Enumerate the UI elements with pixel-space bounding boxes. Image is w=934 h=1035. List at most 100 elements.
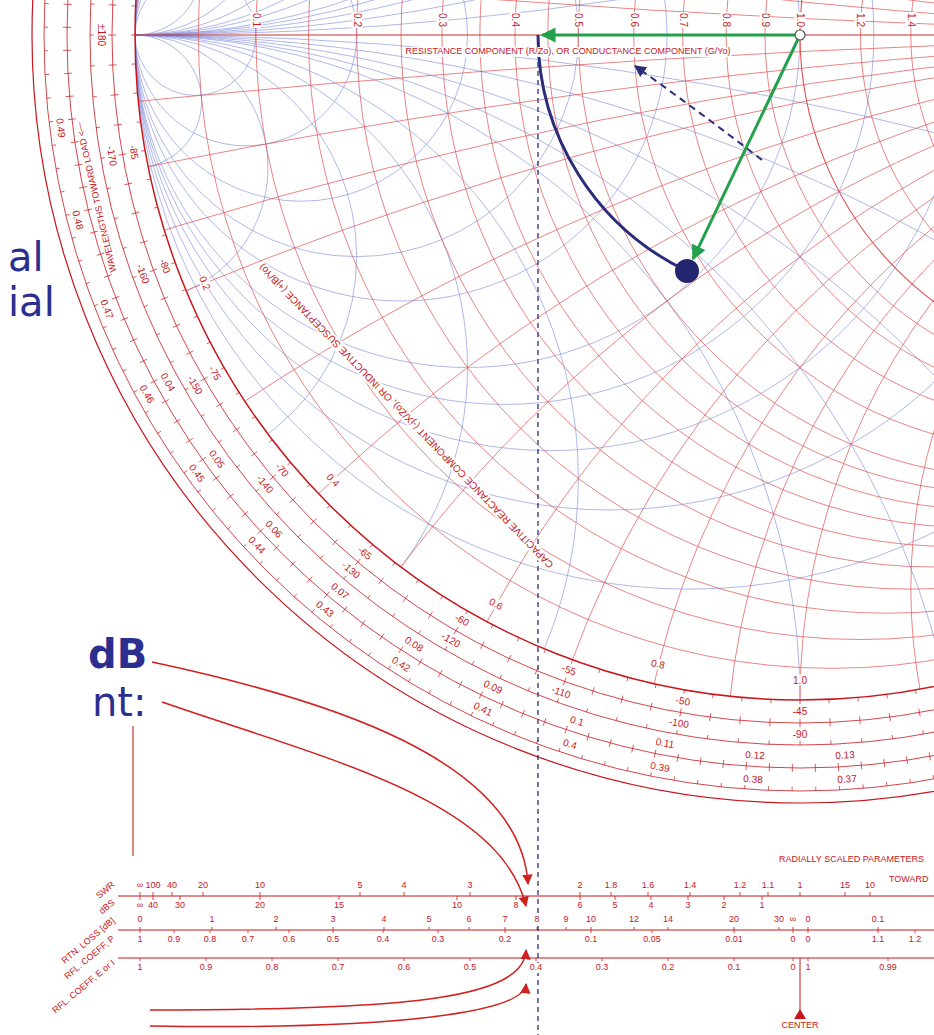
scale-value: 0.1 — [727, 963, 742, 973]
scale-ring — [32, 0, 934, 803]
scale-tick — [505, 927, 506, 930]
scale-tick — [929, 752, 930, 760]
scale-value: 0.3 — [431, 935, 446, 945]
resistance-value: 0.5 — [573, 12, 584, 28]
scale-tick — [741, 697, 742, 701]
scale-value: 1 — [758, 901, 765, 911]
scale-line — [118, 958, 934, 959]
scale-tick — [170, 361, 174, 363]
wavelength-value: 0.41 — [471, 700, 495, 719]
scale-tick — [528, 687, 530, 691]
scale-tick — [516, 896, 517, 900]
scale-value: 1 — [136, 935, 143, 945]
angle-value: -130 — [339, 559, 363, 582]
scale-tick — [370, 544, 373, 547]
scale-tick — [260, 892, 261, 896]
scale-tick — [140, 892, 141, 896]
scale-tick — [307, 484, 310, 487]
scale-tick — [770, 699, 771, 703]
scale-tick — [339, 896, 340, 900]
slide-text: nt: — [92, 682, 147, 722]
scale-tick — [332, 539, 337, 545]
scale-tick — [198, 490, 201, 492]
scale-tick — [480, 642, 484, 649]
susceptance-arc — [0, 0, 357, 35]
scale-tick — [298, 534, 301, 537]
scale-tick — [320, 556, 323, 559]
scale-tick — [64, 73, 72, 74]
scale-tick — [348, 525, 351, 528]
scale-tick — [257, 528, 263, 533]
scale-value: 2 — [720, 901, 727, 911]
scale-tick — [91, 4, 95, 5]
reactance-arc — [0, 35, 934, 1035]
scale-value: 5 — [611, 901, 618, 911]
scale-tick — [153, 892, 154, 896]
resistance-circle — [800, 0, 934, 368]
admittance-circle — [135, 0, 934, 589]
scale-tick — [218, 440, 221, 442]
pointer-arrow — [162, 702, 526, 906]
scale-tick — [441, 596, 443, 599]
scale-title: TOWARD — [888, 875, 930, 885]
scale-tick — [634, 927, 635, 930]
scale-tick — [63, 27, 71, 28]
scale-tick — [66, 96, 74, 98]
scale-tick — [84, 209, 92, 211]
scale-tick — [627, 677, 628, 681]
scale-tick — [233, 427, 240, 432]
admittance-circle — [135, 0, 874, 404]
scale-tick — [586, 708, 587, 712]
scale-tick — [379, 578, 384, 584]
resistance-value: 0.7 — [677, 12, 688, 28]
scale-tick — [288, 462, 291, 465]
scale-tick — [655, 684, 657, 688]
scale-tick — [722, 760, 724, 768]
scale-value: 0.99 — [878, 963, 898, 973]
scale-tick — [403, 595, 408, 602]
scale-tick — [779, 927, 780, 930]
scale-tick — [768, 786, 769, 790]
scale-tick — [650, 703, 652, 711]
scale-tick — [272, 958, 273, 961]
reactance-arc — [357, 0, 934, 35]
scale-value: 0.3 — [595, 963, 610, 973]
scale-tick — [307, 577, 312, 583]
scale-tick — [212, 927, 213, 930]
scale-tick — [237, 465, 240, 467]
scale-value: 0 — [804, 915, 811, 925]
scale-tick — [123, 247, 127, 248]
scale-tick — [793, 958, 794, 961]
leader-line — [132, 726, 133, 856]
scale-tick — [690, 892, 691, 896]
scale-tick — [746, 762, 748, 770]
scale-tick — [379, 634, 384, 641]
scale-tick — [469, 927, 470, 930]
resistance-value: 1.4 — [905, 12, 916, 28]
reactance-value: 0.6 — [487, 596, 506, 613]
scale-title: WAVELENGTHS TOWARD LOAD <— — [75, 120, 120, 274]
reactance-arc — [0, 35, 934, 1035]
scale-tick — [384, 927, 385, 930]
scale-tick — [652, 930, 653, 933]
scale-value: 1 — [136, 963, 143, 973]
resistance-circle — [911, 0, 934, 312]
scale-tick — [153, 896, 154, 900]
scale-tick — [210, 930, 211, 933]
scale-value: 1.4 — [683, 881, 698, 891]
scale-tick — [103, 326, 107, 328]
scale-tick — [734, 930, 735, 933]
scale-tick — [688, 896, 689, 900]
scale-tick — [368, 595, 370, 598]
scale-tick — [697, 780, 699, 784]
scale-tick — [64, 4, 72, 5]
scale-value: 4 — [647, 901, 654, 911]
scale-tick — [450, 701, 452, 705]
wavelength-value: 0.11 — [654, 736, 676, 751]
scale-value: 0.1 — [584, 935, 599, 945]
scale-tick — [172, 892, 173, 896]
reactance-arc — [0, 0, 934, 35]
susceptance-arc — [0, 0, 934, 35]
scale-tick — [677, 754, 678, 762]
scale-tick — [133, 276, 137, 277]
